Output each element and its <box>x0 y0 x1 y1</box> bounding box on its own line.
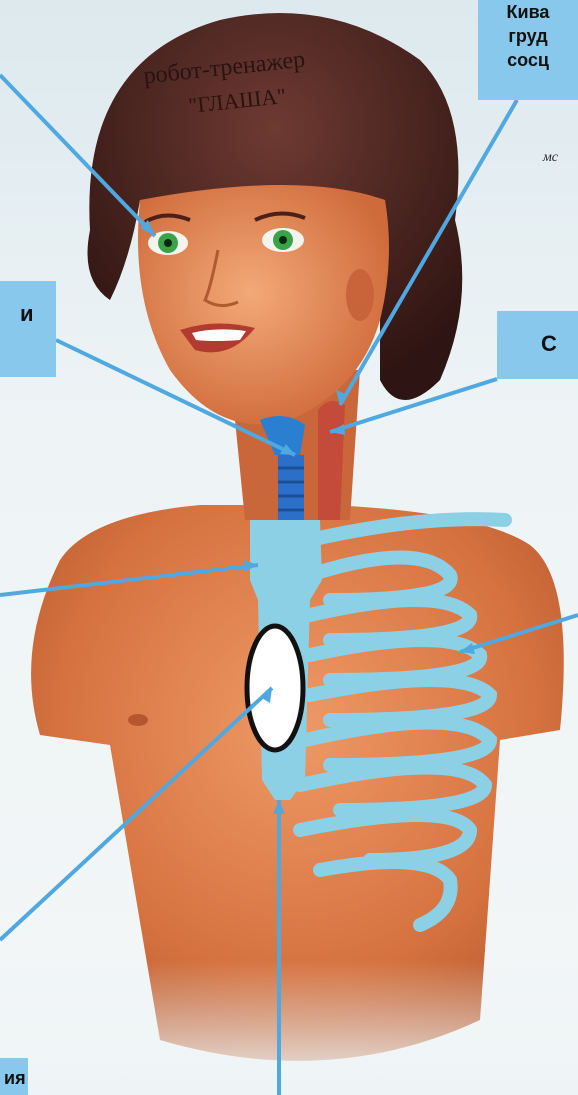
label-bottom-left-text: ия <box>4 1068 26 1089</box>
label-right-mid: С <box>497 311 578 379</box>
label-right-mid-text: С <box>541 331 557 357</box>
label-top-right: Кива груд сосц <box>478 0 578 100</box>
label-bottom-left: ия <box>0 1058 28 1095</box>
compression-point-marker <box>247 626 303 750</box>
label-left-mid-text: и <box>20 301 34 327</box>
right-eye <box>262 228 304 252</box>
label-top-right-line-1: Кива <box>478 0 578 24</box>
label-left-mid: и <box>0 281 56 377</box>
label-top-right-line-3: сосц <box>478 48 578 72</box>
label-top-right-line-2: груд <box>478 24 578 48</box>
nipple <box>128 714 148 726</box>
